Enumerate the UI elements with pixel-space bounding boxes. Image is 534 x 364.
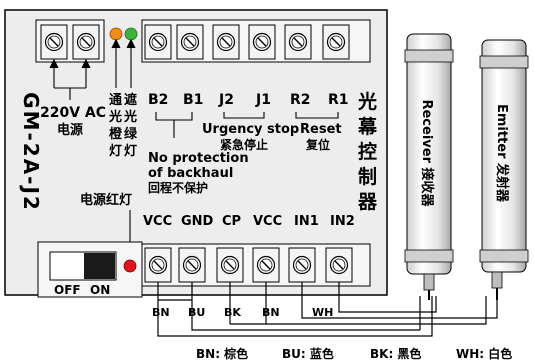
emitter-label: Emitter 发射器 — [494, 104, 510, 203]
receiver-sensor — [404, 33, 454, 300]
green-led — [124, 27, 138, 41]
legend-bk: BK: 黑色 — [370, 346, 421, 361]
wiring — [157, 282, 498, 337]
title-char-4: 制 — [358, 165, 377, 188]
label-j2: J2 — [218, 92, 234, 108]
no-protection-line-2: of backhaul — [148, 166, 233, 181]
label-r1: R1 — [328, 92, 349, 108]
emitter-sensor — [479, 39, 529, 300]
label-b1: B1 — [183, 92, 203, 108]
legend-bn: BN: 棕色 — [196, 346, 248, 361]
orange-led — [109, 27, 123, 41]
terminal-r1[interactable] — [322, 24, 350, 60]
label-gnd: GND — [181, 214, 214, 229]
receiver-label: Receiver 接收器 — [419, 99, 435, 207]
terminal-gnd[interactable] — [178, 247, 206, 283]
top-brackets — [155, 112, 339, 138]
label-in1: IN1 — [294, 214, 319, 229]
terminal-vcc-2[interactable] — [252, 247, 280, 283]
urgency-stop-label: Urgency stop — [202, 122, 299, 137]
terminal-in2[interactable] — [325, 247, 353, 283]
terminal-power-n[interactable] — [72, 24, 100, 60]
urgency-stop-label-cn: 紧急停止 — [220, 137, 268, 152]
power-red-lamp-label: 电源红灯 — [80, 192, 132, 208]
wire-tag-bn-2: BN — [262, 306, 280, 319]
orange-lamp-char-4: 灯 — [109, 143, 122, 159]
terminal-j2[interactable] — [212, 24, 240, 60]
switch-off-label: OFF — [54, 283, 81, 297]
terminal-vcc-1[interactable] — [144, 247, 172, 283]
wire-tag-wh: WH — [312, 306, 333, 319]
wire-tag-bk: BK — [224, 306, 241, 319]
top-terminal-strip — [35, 19, 371, 63]
title-char-3: 控 — [358, 140, 377, 163]
terminal-b1[interactable] — [176, 24, 204, 60]
green-lamp-char-1: 遮 — [124, 92, 137, 108]
orange-lamp-char-3: 橙 — [109, 126, 123, 142]
title-char-1: 光 — [357, 90, 377, 113]
power-voltage-label: 220V AC — [40, 105, 106, 121]
terminal-b2[interactable] — [144, 24, 172, 60]
terminal-j1[interactable] — [248, 24, 276, 60]
reset-label-cn: 复位 — [305, 137, 330, 152]
title-char-2: 幕 — [357, 116, 378, 138]
terminal-in1[interactable] — [288, 247, 316, 283]
terminal-power-l[interactable] — [40, 24, 68, 60]
legend-bu: BU: 蓝色 — [282, 346, 334, 361]
red-led — [123, 259, 137, 273]
label-vcc-1: VCC — [143, 214, 172, 229]
label-b2: B2 — [148, 92, 168, 108]
label-cp: CP — [222, 214, 241, 229]
green-lamp-char-3: 绿 — [124, 126, 138, 142]
power-arrows — [49, 38, 136, 100]
green-lamp-char-4: 灯 — [124, 143, 137, 159]
reset-label: Reset — [300, 122, 342, 137]
bottom-terminal-strip — [141, 243, 371, 287]
label-vcc-2: VCC — [253, 214, 282, 229]
green-lamp-char-2: 光 — [123, 109, 137, 125]
wire-tag-bn-1: BN — [152, 306, 170, 319]
label-r2: R2 — [290, 92, 311, 108]
label-j1: J1 — [255, 92, 271, 108]
model-name: GM-2A-J2 — [19, 92, 43, 212]
label-in2: IN2 — [330, 214, 355, 229]
terminal-r2[interactable] — [284, 24, 312, 60]
terminal-cp[interactable] — [216, 247, 244, 283]
power-switch-knob[interactable] — [84, 253, 115, 279]
orange-lamp-char-2: 光 — [108, 109, 122, 125]
orange-lamp-char-1: 通 — [109, 92, 122, 108]
no-protection-line-1: No protection — [148, 151, 249, 166]
legend-wh: WH: 白色 — [456, 346, 512, 361]
no-protection-cn: 回程不保护 — [148, 180, 208, 195]
power-label-cn: 电源 — [57, 122, 83, 138]
title-char-5: 器 — [357, 191, 378, 213]
wire-tag-bu: BU — [188, 306, 205, 319]
switch-on-label: ON — [90, 283, 110, 297]
